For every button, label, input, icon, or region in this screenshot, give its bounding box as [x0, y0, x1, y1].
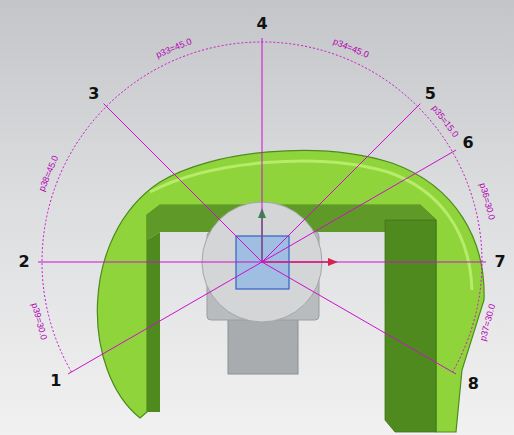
- hub-stem: [228, 318, 298, 374]
- reference-rays: [38, 38, 486, 374]
- dimension-label: p36=30.0: [478, 182, 496, 221]
- dimension-label: p35=15.0: [430, 104, 460, 139]
- callout-number: 1: [50, 373, 61, 389]
- dimension-label: p34=45.0: [331, 37, 369, 60]
- dimension-label: p37=30.0: [479, 303, 497, 342]
- callout-number: 4: [256, 16, 267, 32]
- dimension-label: p39=30.0: [30, 302, 48, 341]
- callout-number: 6: [463, 135, 474, 151]
- dimension-arc: [42, 42, 482, 372]
- hood-right-wall: [385, 220, 436, 432]
- callout-number: 5: [425, 86, 436, 102]
- callout-number: 7: [494, 254, 505, 270]
- dimension-label: p38=45.0: [37, 154, 60, 192]
- callout-number: 2: [18, 254, 29, 270]
- callout-number: 3: [88, 86, 99, 102]
- dimension-label: p33=45.0: [154, 37, 192, 60]
- callout-number: 8: [468, 376, 479, 392]
- hood-part: [97, 150, 484, 432]
